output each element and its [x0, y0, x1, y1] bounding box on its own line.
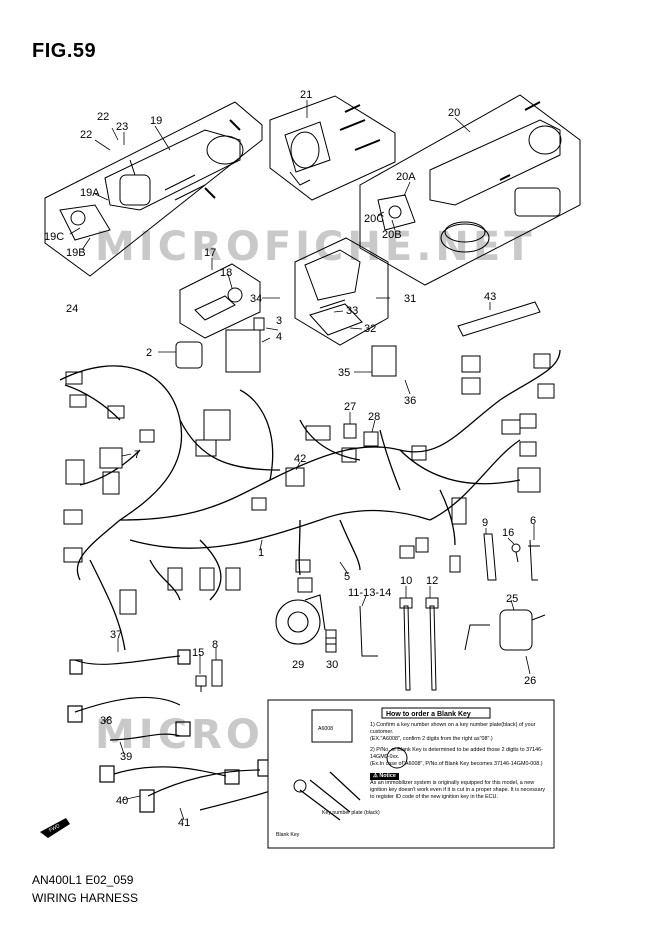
callout-29: 29: [292, 659, 304, 671]
callout-24: 24: [66, 303, 78, 315]
bracket-8: [211, 659, 223, 687]
warning-icon: ⚠: [373, 773, 378, 779]
callout-42: 42: [294, 453, 306, 465]
watermark-top: MICROFICHE.NET: [95, 224, 536, 270]
callout-35: 35: [338, 367, 350, 379]
switch-group-19-panel: [44, 101, 263, 277]
bolt-30: [325, 629, 337, 653]
callout-40: 40: [116, 795, 128, 807]
callout-31: 31: [404, 293, 416, 305]
callout-43: 43: [484, 291, 496, 303]
step1-example: (EX."A6008", confirm 2 digits from the r…: [370, 736, 493, 742]
stop-switch-25: [464, 609, 546, 651]
callout-12: 12: [426, 575, 438, 587]
fwd-label: FWD: [48, 823, 61, 834]
callout-32: 32: [364, 323, 376, 335]
callout-19: 19: [150, 115, 162, 127]
notice-badge: ⚠ Notice: [370, 773, 399, 780]
callout-6: 6: [530, 515, 536, 527]
callout-30: 30: [326, 659, 338, 671]
callout-22b: 22: [97, 111, 109, 123]
callout-33: 33: [346, 305, 358, 317]
seat-lock-group-31-box: [294, 237, 389, 346]
callout-26: 26: [524, 675, 536, 687]
callout-20: 20: [448, 107, 460, 119]
step2-example: (Ex.In case of"A6008", P/No.of Blank Key…: [370, 761, 543, 767]
callout-20B: 20B: [382, 229, 402, 241]
clamps-9-16-6: [483, 533, 540, 581]
callout-27: 27: [344, 401, 356, 413]
callout-9: 9: [482, 517, 488, 529]
callout-23: 23: [116, 121, 128, 133]
spacer-strip-43: [457, 301, 541, 337]
key-cylinder-group-17-box: [179, 263, 261, 339]
harness-connectors: [63, 317, 555, 615]
callout-5: 5: [344, 571, 350, 583]
cable-ties-10-11-12: [359, 597, 439, 691]
sub-harnesses-37-41: [67, 649, 343, 813]
notice-text: As an immobilizer system is originally e…: [370, 780, 546, 800]
callout-16: 16: [502, 527, 514, 539]
callout-34: 34: [250, 293, 262, 305]
callout-19C: 19C: [44, 231, 64, 243]
callout-2: 2: [146, 347, 152, 359]
callout-1: 1: [258, 547, 264, 559]
callout-19B: 19B: [66, 247, 86, 259]
callout-10: 10: [400, 575, 412, 587]
model-code: AN400L1 E02_059: [32, 873, 134, 887]
notice-label: Notice: [379, 773, 396, 779]
callout-20A: 20A: [396, 171, 416, 183]
callout-39: 39: [120, 751, 132, 763]
callout-20C: 20C: [364, 213, 384, 225]
callout-18: 18: [220, 267, 232, 279]
callout-labels: 22 22 23 19 19A 19C 19B 24 21 20 20A 20C…: [44, 89, 536, 829]
forward-arrow-icon: FWD: [40, 818, 70, 838]
relay-7: [99, 447, 123, 469]
plate-code: A6008: [318, 726, 333, 732]
callout-21: 21: [300, 89, 312, 101]
step1-text: 1) Confirm a key number shown on a key n…: [370, 722, 536, 735]
callout-8: 8: [212, 639, 218, 651]
horn-29: [275, 594, 326, 645]
blank-key-label: Blank Key: [276, 832, 300, 838]
callout-15: 15: [192, 647, 204, 659]
step2-text: 2) P/No. of Blank Key is determined to b…: [370, 747, 543, 760]
blank-key-info-box: A6008 Key number plate (black) Blank Key…: [267, 699, 555, 849]
leader-lines: [69, 100, 535, 821]
callout-3: 3: [276, 315, 282, 327]
callout-17: 17: [204, 247, 216, 259]
callout-25: 25: [506, 593, 518, 605]
callout-7: 7: [134, 449, 140, 461]
blank-key-heading: How to order a Blank Key: [386, 711, 471, 718]
switch-group-20-panel: [359, 94, 581, 286]
callout-4: 4: [276, 331, 282, 343]
callout-19A: 19A: [80, 187, 100, 199]
diagram-caption: WIRING HARNESS: [32, 891, 139, 905]
plate-label: Key number plate (black): [322, 810, 380, 816]
callout-36: 36: [404, 395, 416, 407]
callout-37: 37: [110, 629, 122, 641]
main-wiring-harness-1: [59, 349, 561, 651]
screw-15: [195, 675, 207, 692]
callout-11-13-14: 11-13-14: [348, 587, 391, 599]
ignition-group-21-panel: [269, 95, 396, 201]
callout-28: 28: [368, 411, 380, 423]
callout-38: 38: [100, 715, 112, 727]
callout-41: 41: [178, 817, 190, 829]
figure-title: FIG.59: [32, 40, 97, 62]
callout-22a: 22: [80, 129, 92, 141]
